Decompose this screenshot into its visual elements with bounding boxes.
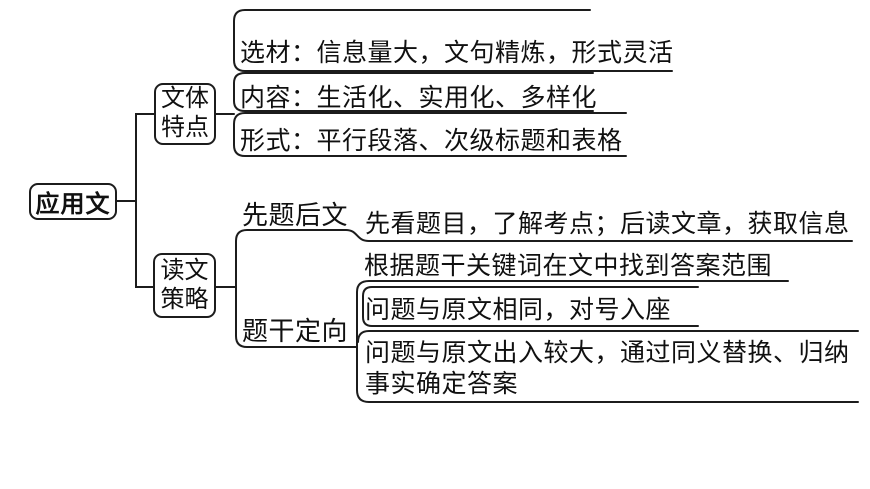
branch2-label-line2: 策略 [160,286,209,313]
branch-node-duwen-celue: 读文 策略 [153,253,216,318]
shape-tigan-outer-bracket [356,280,859,403]
branch1-label-line1: 文体 [161,86,209,112]
leaf-wenti-churujiaoda: 问题与原文出入较大，通过同义替换、归纳 事实确定答案 [365,338,870,400]
connector-main-bracket [135,113,155,288]
root-label: 应用文 [35,192,111,218]
leaf-xingshi: 形式：平行段落、次级标题和表格 [240,128,623,155]
branch2-label-line1: 读文 [160,257,209,284]
shape-tigan-child3-top [357,330,859,343]
leaf-wenti-churujiaoda-line1: 问题与原文出入较大，通过同义替换、归纳 [365,340,850,367]
branch1-label-line2: 特点 [161,115,209,141]
subnode-tigan-dingxiang: 题干定向 [242,317,349,346]
subnode-xianti-houwen: 先题后文 [242,201,349,230]
shape-tigan-child2 [362,286,699,327]
shape-item-xuancai [233,9,673,72]
connector-b2-bracket [235,229,358,348]
leaf-neirong: 内容：生活化、实用化、多样化 [240,85,598,112]
shape-item-xingshi [233,112,627,157]
leaf-wenti-xiangtong: 问题与原文相同，对号入座 [365,297,672,324]
leaf-wenti-churujiaoda-line2: 事实确定答案 [365,371,519,398]
branch-node-wenti-tedian: 文体 特点 [154,83,216,145]
underline-xiankan-detail [345,229,853,242]
leaf-genju-tigan: 根据题干关键词在文中找到答案范围 [364,253,773,280]
leaf-xiankan-timu: 先看题目，了解考点；后读文章，获取信息 [365,211,850,238]
root-node-yingyongwen: 应用文 [29,183,117,220]
leaf-xuancai: 选材：信息量大，文句精炼，形式灵活 [240,40,674,67]
shape-item-neirong [233,72,594,112]
